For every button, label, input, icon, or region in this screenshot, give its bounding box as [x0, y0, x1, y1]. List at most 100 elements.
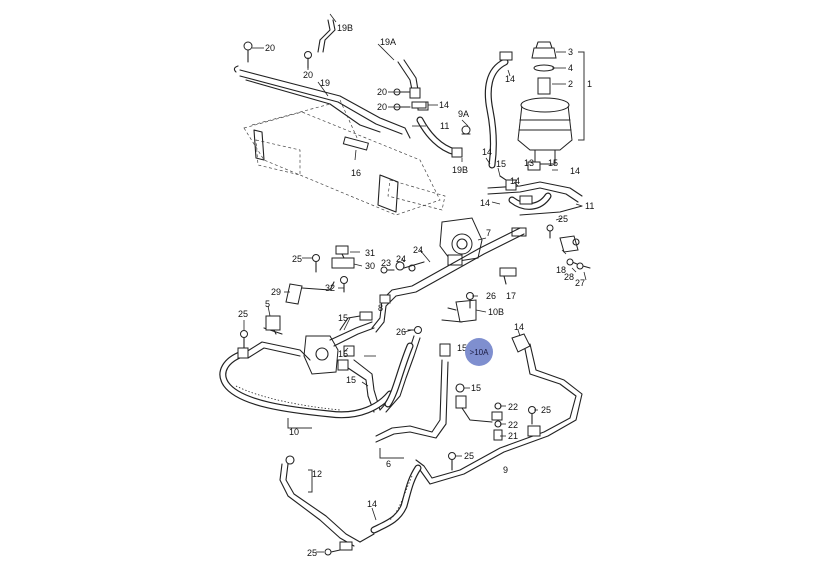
bolt-icon — [576, 262, 591, 270]
callout: 20 — [377, 102, 387, 112]
callout: 14 — [514, 322, 524, 332]
callout: 19B — [452, 165, 468, 175]
return-line-9 — [415, 333, 583, 485]
line-19a — [317, 19, 421, 99]
body-frame-outline — [243, 99, 446, 216]
bracket-30 — [331, 257, 355, 269]
fitting — [451, 147, 463, 158]
bracket-18-assembly — [559, 235, 591, 270]
bracket — [511, 227, 527, 237]
callout: 25 — [307, 548, 317, 558]
pressure-line-17 — [371, 227, 525, 333]
bolt-20-group — [243, 41, 471, 135]
bolt-icon — [380, 266, 395, 274]
callout: 25 — [292, 254, 302, 264]
callout: 12 — [312, 469, 322, 479]
callout: 20 — [377, 87, 387, 97]
fitting — [505, 179, 517, 191]
callout: 9 — [503, 465, 508, 475]
callout: 22 — [508, 420, 518, 430]
hose-clamp — [237, 347, 249, 359]
bolt-icon — [312, 254, 320, 273]
fitting — [337, 359, 349, 371]
seal-4 — [533, 64, 555, 72]
clamp-13 — [527, 161, 541, 171]
callout: 21 — [508, 431, 518, 441]
fitting — [339, 541, 353, 551]
callout: 16 — [351, 168, 361, 178]
callout: 15 — [548, 158, 558, 168]
callout: 25 — [464, 451, 474, 461]
clamp — [527, 425, 541, 437]
clamp-14 — [511, 333, 531, 353]
callout: 30 — [365, 261, 375, 271]
reference-marker-10a[interactable]: >10A — [465, 338, 493, 366]
callout-labels: 20 20 19B 19A 19 20 20 14 9A 11 14 3 4 2… — [238, 23, 594, 558]
callout: 9A — [458, 109, 469, 119]
pump-supply-lines — [487, 175, 583, 237]
bracket-29 — [285, 283, 303, 305]
callout: 11 — [585, 201, 594, 211]
power-steering-pump — [439, 217, 483, 266]
callout: 17 — [506, 291, 516, 301]
bracket-10b — [455, 299, 477, 323]
leader-lines — [243, 13, 587, 553]
callout: 10B — [488, 307, 504, 317]
fitting — [343, 345, 355, 357]
fitting — [359, 311, 373, 321]
callout: 19 — [320, 78, 330, 88]
callout: 8 — [378, 303, 383, 313]
callout: 20 — [303, 70, 313, 80]
clamp-17 — [499, 267, 517, 277]
callout: 14 — [570, 166, 580, 176]
seal-15 — [455, 383, 465, 393]
callout: 7 — [486, 228, 491, 238]
bolt-icon — [340, 276, 348, 293]
return-line-19 — [233, 65, 411, 151]
fluid-reservoir — [517, 41, 573, 171]
callout: 15 — [496, 159, 506, 169]
callout: 18 — [556, 265, 566, 275]
callout: 14 — [510, 176, 520, 186]
hose-fitting — [409, 87, 421, 99]
callout: 3 — [568, 47, 573, 57]
callout: 25 — [238, 309, 248, 319]
fitting — [491, 411, 503, 421]
bolt-icon — [448, 452, 456, 471]
clamp — [379, 294, 391, 304]
bolt-21 — [493, 429, 503, 441]
callout: 26 — [486, 291, 496, 301]
callout: 11 — [440, 121, 449, 131]
callout: 25 — [558, 214, 568, 224]
reference-marker-circle — [465, 338, 493, 366]
callout: 2 — [568, 79, 573, 89]
reservoir-neck — [534, 149, 556, 165]
cooling-loop-hose-10 — [219, 341, 394, 429]
callout: 29 — [271, 287, 281, 297]
callout: 24 — [396, 254, 406, 264]
fitting — [439, 343, 451, 357]
callout: 24 — [413, 245, 423, 255]
bolt-icon — [243, 41, 253, 63]
bolt-icon — [407, 326, 422, 334]
callout: 15 — [346, 375, 356, 385]
callout: 19B — [337, 23, 353, 33]
supply-hose-14-top — [484, 51, 513, 169]
callout: 27 — [575, 278, 585, 288]
callout: 32 — [325, 283, 335, 293]
pressure-sensor-group — [285, 245, 425, 305]
bolt-icon — [324, 548, 341, 556]
seal-24 — [395, 261, 405, 271]
callout: 15 — [457, 343, 467, 353]
callout: 25 — [541, 405, 551, 415]
callout: 23 — [381, 258, 391, 268]
bolt-icon — [461, 125, 471, 135]
group-bracket-1 — [578, 51, 585, 141]
callout: 14 — [439, 100, 449, 110]
callout: 22 — [508, 402, 518, 412]
bracket-5 — [265, 315, 281, 331]
callout: 5 — [265, 299, 270, 309]
clamp-16 — [342, 136, 369, 151]
cap-3 — [531, 47, 557, 59]
